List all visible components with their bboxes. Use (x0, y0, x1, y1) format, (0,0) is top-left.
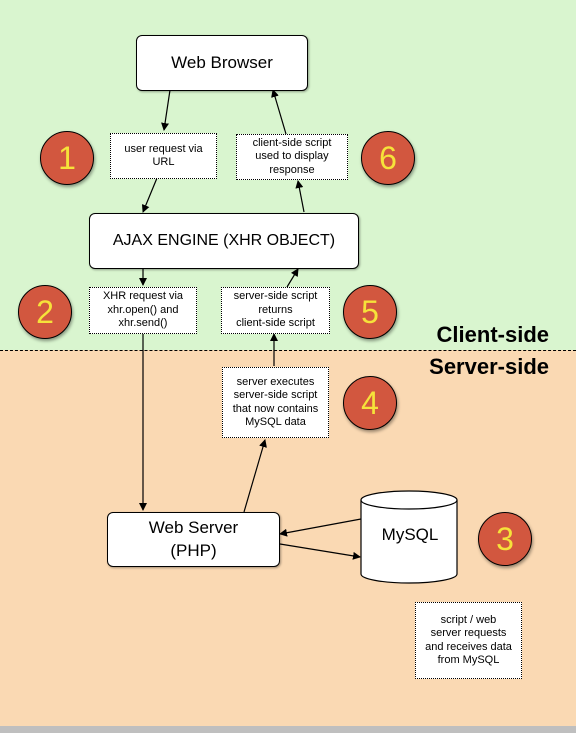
mysql-cylinder (360, 490, 458, 584)
web-server-node: Web Server (PHP) (107, 512, 280, 567)
note-server-executes: server executes server-side script that … (222, 367, 329, 438)
arrow-note6-to-browser (271, 89, 287, 135)
step-4-badge: 4 (343, 376, 397, 430)
server-side-label: Server-side (429, 354, 549, 379)
step-3-badge: 3 (478, 512, 532, 566)
note-server-script-returns: server-side script returns client-side s… (221, 287, 330, 334)
note-user-request: user request via URL (110, 133, 217, 179)
arrow-note5-to-ajax (286, 268, 299, 288)
step-2-badge: 2 (18, 285, 72, 339)
note-client-script-display: client-side script used to display respo… (236, 134, 348, 180)
step-1-badge: 1 (40, 131, 94, 185)
arrow-ajax-to-note6 (295, 180, 305, 213)
bottom-edge (0, 726, 576, 733)
step-5-badge: 5 (343, 285, 397, 339)
arrow-webserver-to-note4 (243, 439, 267, 513)
arrow-webserver-to-mysql (279, 543, 361, 560)
arrow-mysql-to-webserver (279, 518, 362, 537)
note-xhr-request: XHR request via xhr.open() and xhr.send(… (89, 287, 197, 334)
step-6-badge: 6 (361, 131, 415, 185)
arrow-note1-to-ajax (141, 177, 158, 213)
client-side-label: Client-side (436, 322, 549, 347)
web-browser-node: Web Browser (136, 35, 308, 91)
client-server-divider (0, 350, 576, 351)
note-mysql-requests: script / web server requests and receive… (415, 602, 522, 679)
mysql-label: MySQL (381, 525, 439, 544)
arrow-browser-to-note1 (161, 89, 171, 131)
ajax-engine-node: AJAX ENGINE (XHR OBJECT) (89, 213, 359, 269)
